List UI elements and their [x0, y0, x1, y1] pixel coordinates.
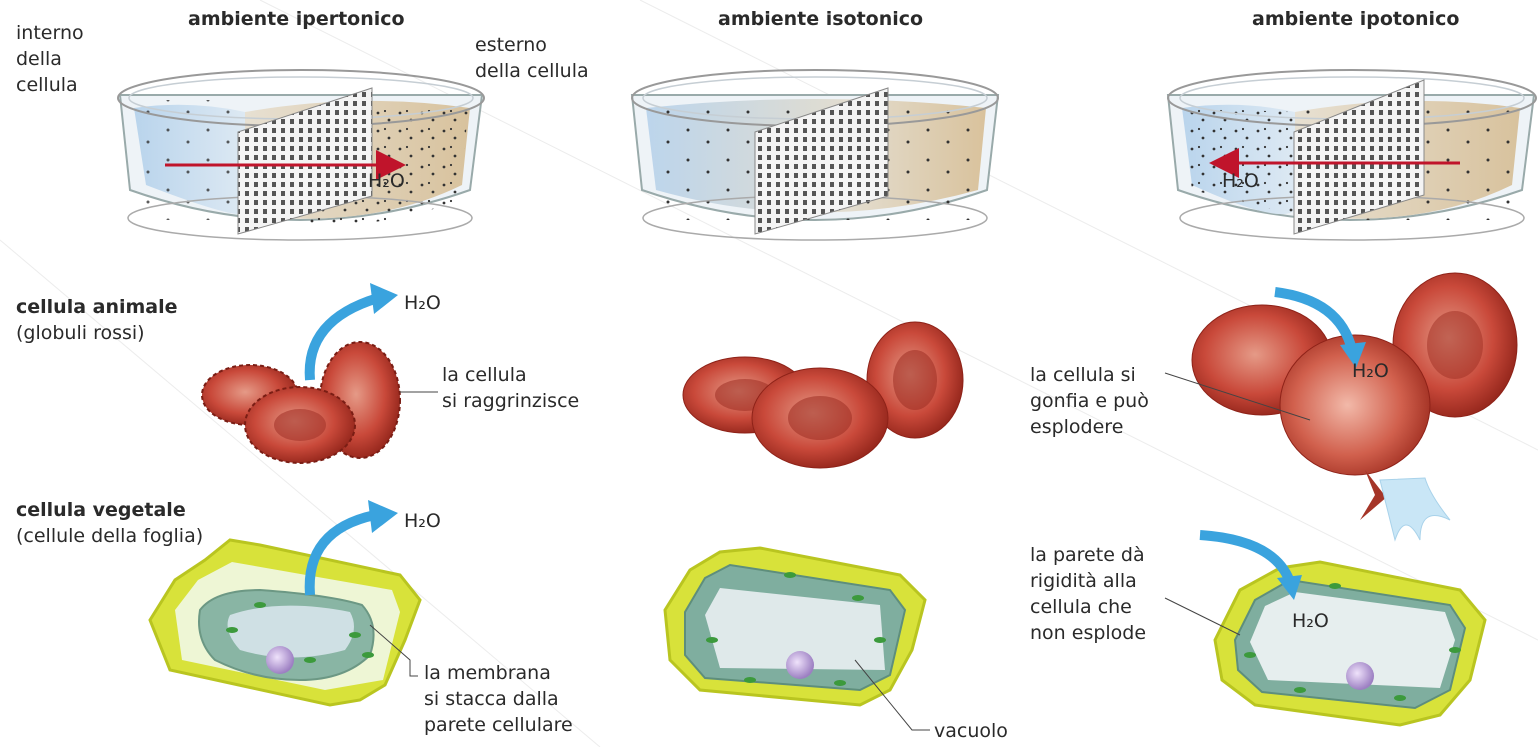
leader-membrane [369, 624, 418, 677]
water-label-animal-hypotonic: H₂O [1352, 360, 1389, 382]
crenated-red-blood-cells [201, 341, 401, 464]
annotation-wall-rigidity: la parete dà rigidità alla cellula che n… [1030, 544, 1147, 644]
water-in-arrow-plant [1199, 530, 1295, 584]
label-inside-cell: interno della cellula [16, 22, 84, 96]
plasmolyzed-plant-cell [148, 538, 422, 707]
normal-plant-cell [663, 546, 927, 707]
water-label-plant-hypertonic: H₂O [404, 510, 441, 532]
dish-hypotonic [1166, 69, 1537, 241]
water-label-dish-hypertonic: H₂O [368, 170, 405, 192]
section-animal: cellula animale (globuli rossi) [16, 294, 178, 346]
leader-vacuole [854, 659, 930, 731]
leader-swells [1164, 372, 1311, 421]
section-plant-title: cellula vegetale [16, 499, 186, 521]
water-in-arrow-animal [1274, 287, 1357, 352]
water-in-arrow-head-plant [1277, 575, 1302, 600]
normal-red-blood-cells [682, 321, 964, 469]
water-out-arrow-animal [304, 293, 380, 381]
water-out-arrow-plant [304, 510, 377, 596]
water-label-dish-hypotonic: H₂O [1222, 170, 1259, 192]
label-outside-cell: esterno della cellula [475, 34, 589, 82]
dish-hypertonic [117, 69, 485, 241]
section-plant: cellula vegetale (cellule della foglia) [16, 497, 203, 549]
water-out-arrow-head-animal [370, 283, 398, 314]
header-hypertonic: ambiente ipertonico [188, 8, 405, 30]
section-animal-subtitle: (globuli rossi) [16, 322, 145, 344]
swollen-red-blood-cells [1191, 272, 1518, 542]
water-out-arrow-head-plant [368, 500, 398, 533]
turgid-plant-cell [1213, 560, 1487, 727]
annotation-cell-shrinks: la cellula si raggrinzisce [442, 364, 580, 412]
water-label-animal-hypertonic: H₂O [404, 292, 441, 314]
header-isotonic: ambiente isotonico [718, 8, 924, 30]
water-in-arrow-head-animal [1340, 342, 1366, 368]
leader-wall [1164, 597, 1241, 636]
annotation-vacuole: vacuolo [934, 720, 1008, 742]
section-plant-subtitle: (cellule della foglia) [16, 525, 204, 547]
water-label-plant-hypotonic: H₂O [1292, 610, 1329, 632]
annotation-cell-swells: la cellula si gonfia e può esplodere [1030, 364, 1149, 438]
annotation-membrane-detaches: la membrana si stacca dalla parete cellu… [424, 662, 573, 736]
header-hypotonic: ambiente ipotonico [1252, 8, 1460, 30]
section-animal-title: cellula animale [16, 296, 178, 318]
dish-isotonic [630, 69, 1000, 241]
